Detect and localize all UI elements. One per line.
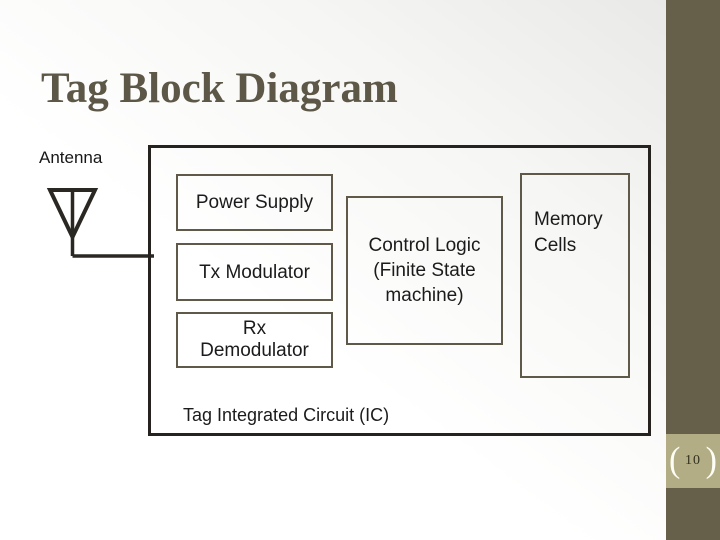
open-paren-decoration: ( [669, 441, 681, 480]
memory-cells-label-line2: Cells [534, 235, 577, 256]
rx-demodulator-label-line1: Rx [242, 318, 267, 339]
page-number-badge: ( 10 ) [666, 434, 720, 488]
antenna-label: Antenna [39, 148, 103, 167]
power-supply-label: Power Supply [195, 192, 314, 213]
control-logic-block: Control Logic (Finite State machine) [346, 196, 503, 345]
memory-cells-label-line1: Memory [534, 209, 603, 230]
tag-ic-label: Tag Integrated Circuit (IC) [183, 405, 390, 425]
power-supply-block: Power Supply [176, 174, 333, 231]
tx-modulator-block: Tx Modulator [176, 243, 333, 301]
page-number: 10 [685, 453, 701, 468]
close-paren-decoration: ) [705, 441, 717, 480]
tx-modulator-label: Tx Modulator [199, 261, 310, 283]
rx-demodulator-label-line2: Demodulator [200, 340, 309, 361]
control-logic-label-line3: machine) [385, 285, 464, 306]
antenna-icon [46, 188, 154, 258]
tag-ic-outer-box [148, 145, 651, 436]
control-logic-label-line1: Control Logic [368, 235, 481, 256]
memory-cells-block: Memory Cells [520, 173, 630, 378]
rx-demodulator-block: Rx Demodulator [176, 312, 333, 368]
page-title: Tag Block Diagram [41, 64, 398, 112]
control-logic-label-line2: (Finite State [373, 260, 476, 281]
